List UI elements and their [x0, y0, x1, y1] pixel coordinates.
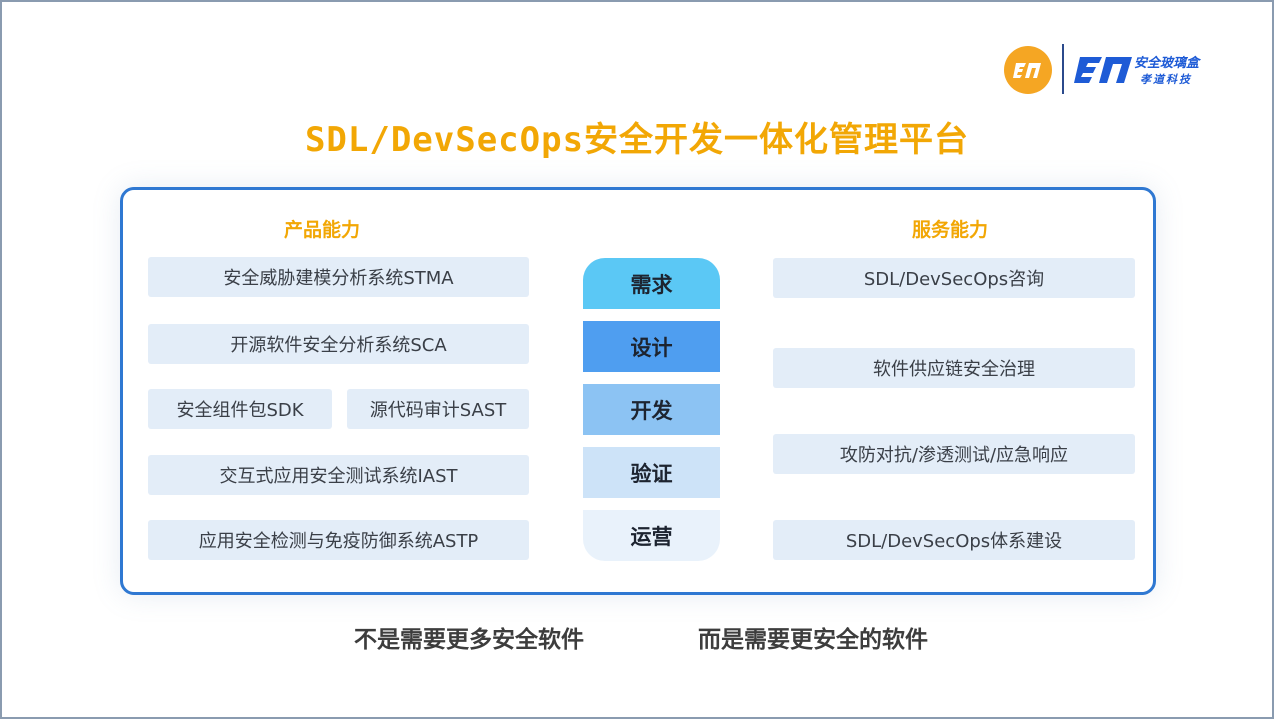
product-item-sca: 开源软件安全分析系统SCA: [148, 324, 529, 364]
product-item-stma: 安全威胁建模分析系统STMA: [148, 257, 529, 297]
brand-mark-icon: [1074, 55, 1132, 89]
slogan-right: 而是需要更安全的软件: [698, 627, 928, 653]
page-title: SDL/DevSecOps安全开发一体化管理平台: [304, 120, 970, 160]
step-design: 设计: [583, 321, 720, 372]
product-capability-heading: 产品能力: [284, 219, 361, 241]
slogan-left: 不是需要更多安全软件: [354, 627, 584, 653]
brand-name: 安全玻璃盒: [1134, 56, 1200, 71]
product-item-sdk: 安全组件包SDK: [148, 389, 332, 429]
service-capability-heading: 服务能力: [912, 219, 989, 241]
product-item-sast: 源代码审计SAST: [347, 389, 529, 429]
logo-divider: [1062, 44, 1064, 94]
service-item-consulting: SDL/DevSecOps咨询: [773, 258, 1135, 298]
brand-logo-icon: [1004, 46, 1052, 94]
product-item-astp: 应用安全检测与免疫防御系统ASTP: [148, 520, 529, 560]
product-item-iast: 交互式应用安全测试系统IAST: [148, 455, 529, 495]
service-item-supply-chain: 软件供应链安全治理: [773, 348, 1135, 388]
step-verification: 验证: [583, 447, 720, 498]
step-requirements: 需求: [583, 258, 720, 309]
brand-subtitle: 孝道科技: [1140, 73, 1192, 86]
service-item-system-building: SDL/DevSecOps体系建设: [773, 520, 1135, 560]
step-development: 开发: [583, 384, 720, 435]
step-operations: 运营: [583, 510, 720, 561]
service-item-pentest: 攻防对抗/渗透测试/应急响应: [773, 434, 1135, 474]
